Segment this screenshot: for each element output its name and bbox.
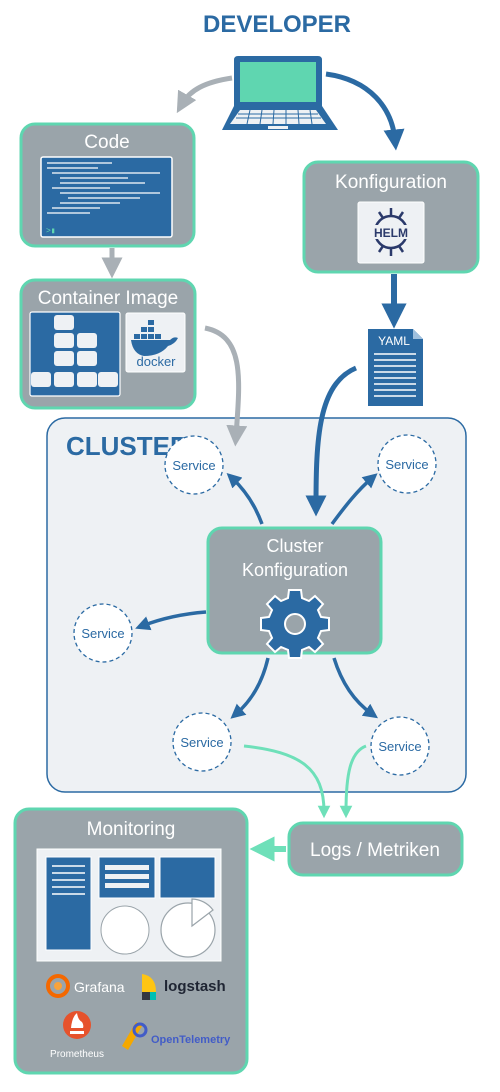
- code-title: Code: [84, 132, 129, 153]
- arrow-service5-to-logs: [339, 744, 367, 819]
- laptop-icon: [222, 56, 338, 130]
- monitoring-box: Monitoring: [13, 807, 249, 1075]
- prometheus-logo-icon: [63, 1011, 91, 1039]
- cluster-config-title-line2: Konfiguration: [242, 560, 348, 580]
- arrow-config-to-service-3: [135, 610, 207, 631]
- arrow-yaml-to-cluster-config: [305, 365, 358, 517]
- logs-metriken-label: Logs / Metriken: [310, 840, 440, 861]
- docker-label: docker: [136, 354, 176, 369]
- logstash-logo-icon: [142, 974, 156, 1000]
- arrow-dev-to-code: [176, 75, 233, 114]
- arrow-image-to-service: [204, 325, 248, 447]
- dashboard-panel: [36, 848, 222, 962]
- docker-icon: docker: [131, 320, 178, 369]
- service-node-2: Service: [377, 434, 437, 494]
- opentelemetry-logo-icon: [122, 1022, 148, 1050]
- arrow-config-to-service-1: [226, 473, 264, 525]
- service-label: Service: [385, 457, 428, 472]
- cluster-config-title-line1: Cluster: [266, 536, 323, 556]
- service-node-4: Service: [172, 712, 232, 772]
- grafana-logo-icon: [46, 974, 70, 998]
- container-image-title: Container Image: [38, 288, 178, 309]
- service-node-3: Service: [73, 603, 133, 663]
- service-label: Service: [81, 626, 124, 641]
- service-node-5: Service: [370, 716, 430, 776]
- arrow-config-to-service-2: [330, 473, 378, 526]
- prometheus-label: Prometheus: [50, 1049, 104, 1060]
- yaml-label: YAML: [378, 334, 410, 348]
- logstash-label: logstash: [164, 978, 226, 995]
- pie-chart-icon: [160, 898, 216, 958]
- gear-icon: [260, 589, 330, 659]
- konfiguration-box: Konfiguration HELM: [302, 160, 480, 274]
- monitoring-title: Monitoring: [87, 819, 176, 840]
- developer-title: DEVELOPER: [203, 11, 351, 38]
- service-label: Service: [172, 458, 215, 473]
- helm-label: HELM: [374, 226, 408, 240]
- container-image-box: Container Image dock: [19, 278, 197, 410]
- code-box: Code >▮: [19, 122, 196, 248]
- code-lines-icon: [47, 162, 160, 214]
- grafana-label: Grafana: [74, 979, 125, 995]
- service-label: Service: [378, 739, 421, 754]
- arrow-config-to-service-4: [230, 657, 270, 719]
- arrow-dev-to-konfig: [325, 71, 405, 151]
- cluster-config-box: Cluster Konfiguration: [206, 526, 383, 659]
- arrow-config-to-service-5: [332, 657, 379, 719]
- logs-metriken-box: Logs / Metriken: [287, 821, 464, 877]
- arrow-service4-to-logs: [243, 744, 331, 819]
- terminal-prompt-icon: >▮: [46, 227, 56, 236]
- opentelemetry-label: OpenTelemetry: [151, 1034, 231, 1046]
- image-layers-icon: [31, 315, 118, 387]
- service-node-1: Service: [164, 435, 224, 495]
- yaml-document-icon: YAML: [368, 329, 423, 406]
- konfiguration-title: Konfiguration: [335, 172, 447, 193]
- service-label: Service: [180, 735, 223, 750]
